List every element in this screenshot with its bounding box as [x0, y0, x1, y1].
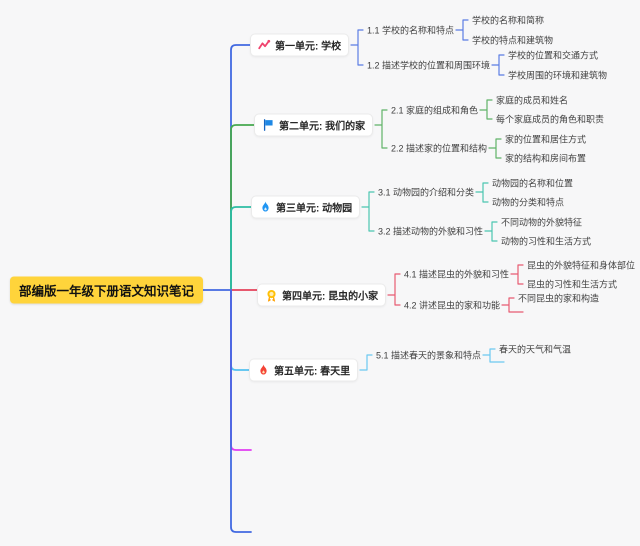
branch-node-1[interactable]: 第一单元: 学校 — [250, 33, 350, 57]
branch-node-4[interactable]: 第四单元: 昆虫的小家 — [257, 283, 387, 307]
branch-label: 第三单元: 动物园 — [276, 203, 353, 215]
branch-node-2[interactable]: 第二单元: 我们的家 — [254, 113, 374, 137]
blue-flag-icon — [262, 119, 275, 132]
branch-node-3[interactable]: 第三单元: 动物园 — [251, 195, 361, 219]
leaf-node[interactable]: 学校周围的环境和建筑物 — [508, 70, 608, 81]
leaf-node[interactable]: 学校的特点和建筑物 — [472, 35, 554, 46]
leaf-node[interactable]: 昆虫的习性和生活方式 — [527, 279, 618, 290]
topic-node[interactable]: 5.1 描述春天的景象和特点 — [376, 350, 482, 361]
leaf-node[interactable]: 每个家庭成员的角色和职责 — [496, 114, 605, 125]
leaf-node[interactable]: 不同动物的外貌特征 — [501, 217, 583, 228]
branch-label: 第二单元: 我们的家 — [279, 121, 366, 133]
leaf-node[interactable]: 不同昆虫的家和构造 — [518, 293, 600, 304]
topic-node[interactable]: 3.2 描述动物的外貌和习性 — [378, 226, 484, 237]
topic-node[interactable]: 3.1 动物园的介绍和分类 — [378, 187, 475, 198]
gold-medal-icon — [265, 289, 278, 302]
branch-node-5[interactable]: 第五单元: 春天里 — [249, 358, 359, 382]
topic-node[interactable]: 1.1 学校的名称和特点 — [367, 25, 455, 36]
topic-node[interactable]: 2.1 家庭的组成和角色 — [391, 105, 479, 116]
topic-node[interactable]: 1.2 描述学校的位置和周围环境 — [367, 60, 491, 71]
leaf-node[interactable]: 家庭的成员和姓名 — [496, 95, 569, 106]
leaf-node[interactable]: 昆虫的外貌特征和身体部位 — [527, 260, 636, 271]
trend-zigzag-icon — [258, 39, 271, 52]
leaf-node[interactable]: 学校的位置和交通方式 — [508, 50, 599, 61]
topic-node[interactable]: 4.2 讲述昆虫的家和功能 — [404, 300, 501, 311]
branch-label: 第一单元: 学校 — [275, 41, 342, 53]
root-node[interactable]: 部编版一年级下册语文知识笔记 — [10, 276, 204, 304]
leaf-node[interactable]: 春天的天气和气温 — [499, 344, 572, 355]
leaf-node[interactable]: 动物的习性和生活方式 — [501, 236, 592, 247]
leaf-node[interactable]: 学校的名称和简称 — [472, 15, 545, 26]
leaf-node[interactable]: 动物园的名称和位置 — [492, 178, 574, 189]
topic-node[interactable]: 2.2 描述家的位置和结构 — [391, 143, 488, 154]
topic-node[interactable]: 4.1 描述昆虫的外貌和习性 — [404, 269, 510, 280]
branch-label: 第四单元: 昆虫的小家 — [282, 291, 379, 303]
leaf-node[interactable]: 家的位置和居住方式 — [505, 134, 587, 145]
blue-flame-icon — [259, 201, 272, 214]
branch-label: 第五单元: 春天里 — [274, 366, 351, 378]
red-flame-icon — [257, 364, 270, 377]
leaf-node[interactable]: 动物的分类和特点 — [492, 197, 565, 208]
leaf-node[interactable]: 家的结构和房间布置 — [505, 153, 587, 164]
